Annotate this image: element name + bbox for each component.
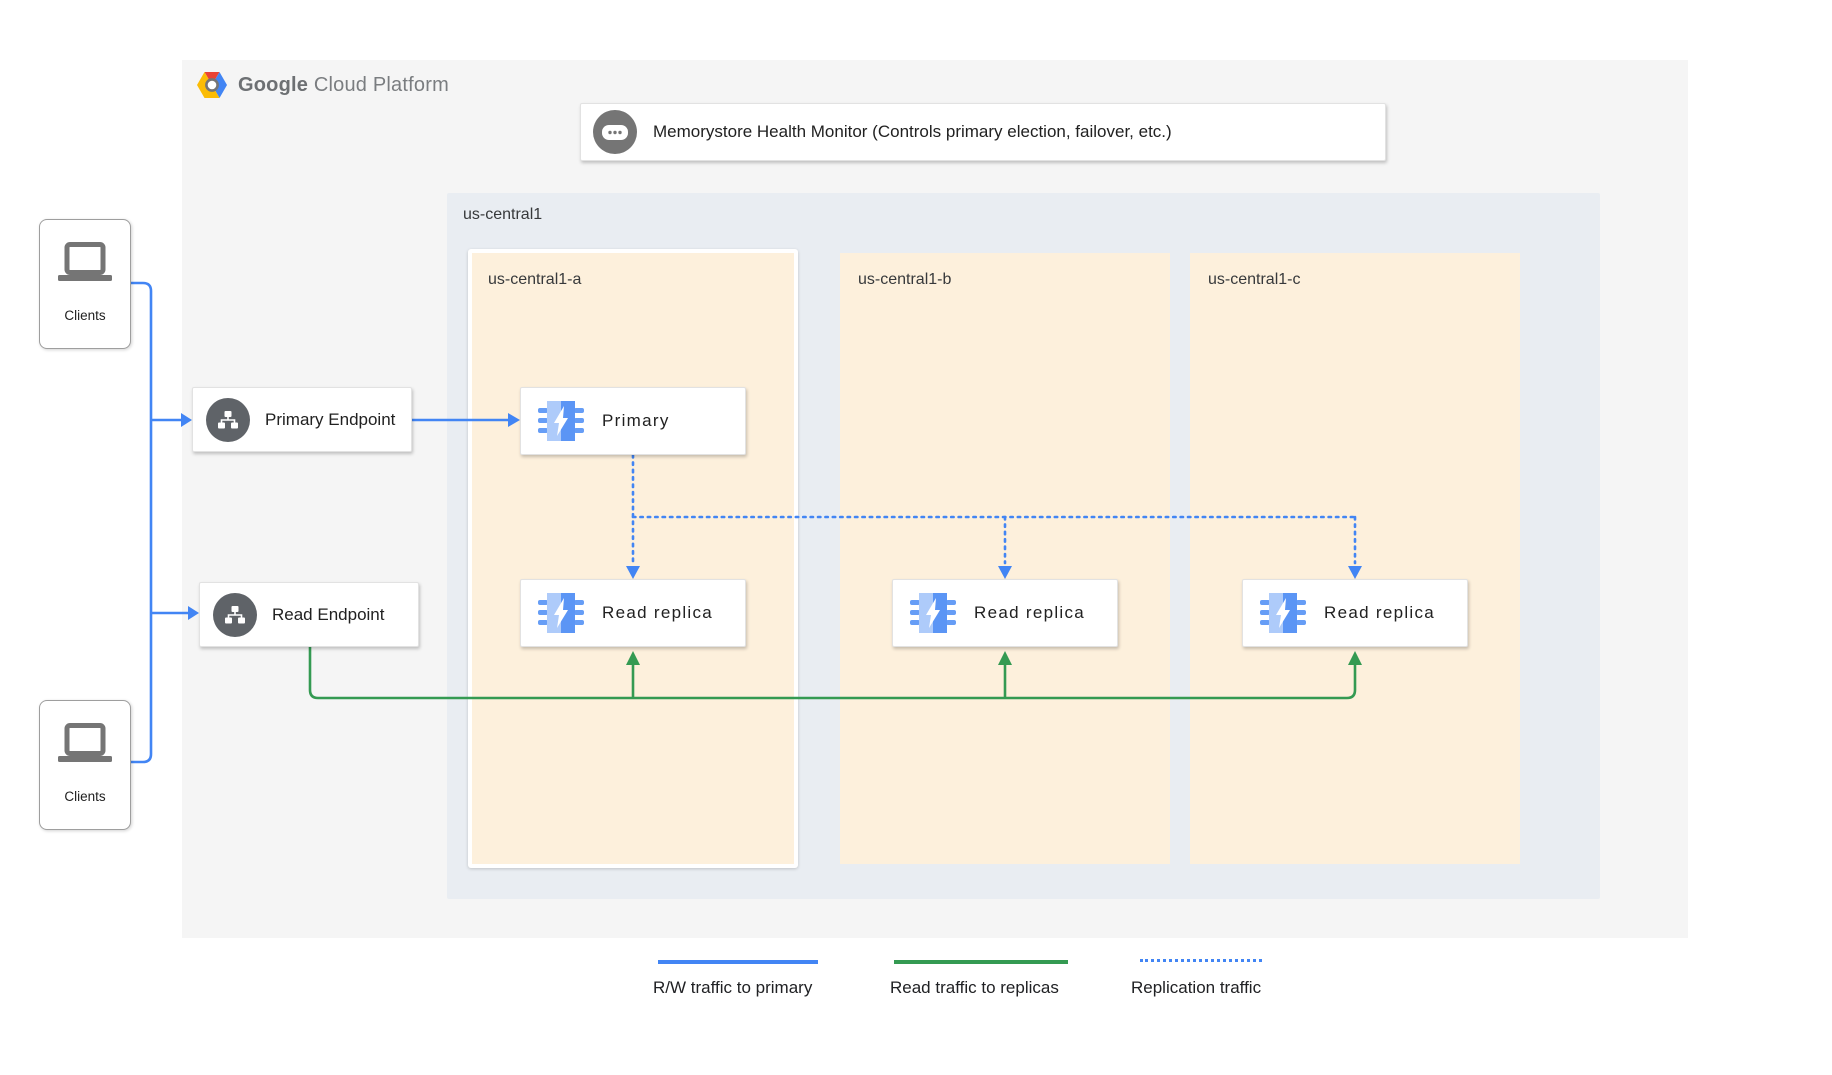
read-replica-a-box: Read replica xyxy=(520,579,746,647)
laptop-icon xyxy=(58,242,112,281)
primary-endpoint-box: Primary Endpoint xyxy=(192,387,412,452)
read-replica-b-box: Read replica xyxy=(892,579,1118,647)
gcp-hexagon-icon xyxy=(197,72,227,98)
clients-box-bottom: Clients xyxy=(39,700,131,830)
primary-node-label: Primary xyxy=(602,411,670,430)
brand-cloud-platform: Cloud Platform xyxy=(313,73,449,96)
health-monitor-box: Memorystore Health Monitor (Controls pri… xyxy=(580,103,1386,161)
read-replica-c-label: Read replica xyxy=(1324,603,1436,622)
region-label: us-central1 xyxy=(463,206,543,223)
gcp-brand: Google Cloud Platform xyxy=(197,70,449,100)
zone-a-label: us-central1-a xyxy=(488,271,582,288)
laptop-icon xyxy=(58,723,112,762)
clients-label: Clients xyxy=(64,789,106,804)
zone-a-fill xyxy=(472,253,794,864)
endpoint-sitemap-icon xyxy=(206,397,250,442)
brand-text: Google Cloud Platform xyxy=(238,74,449,97)
legend-label-replication-traffic: Replication traffic xyxy=(1131,978,1262,997)
legend-line-replication-traffic xyxy=(1140,959,1262,962)
zone-us-central1-c xyxy=(1190,253,1520,864)
memorystore-icon xyxy=(538,593,584,633)
health-monitor-label: Memorystore Health Monitor (Controls pri… xyxy=(653,122,1172,141)
read-replica-a-label: Read replica xyxy=(602,603,714,622)
read-endpoint-label: Read Endpoint xyxy=(272,604,385,624)
primary-endpoint-label: Primary Endpoint xyxy=(265,409,396,429)
legend-line-read-traffic xyxy=(894,960,1068,964)
memorystore-icon xyxy=(1260,593,1306,633)
legend-label-read-traffic: Read traffic to replicas xyxy=(890,978,1059,997)
primary-node-box: Primary xyxy=(520,387,746,455)
endpoint-sitemap-icon xyxy=(213,592,257,637)
zone-us-central1-b xyxy=(840,253,1170,864)
legend-label-rw-traffic: R/W traffic to primary xyxy=(653,978,813,997)
health-monitor-icon xyxy=(593,110,637,154)
read-endpoint-box: Read Endpoint xyxy=(199,582,419,647)
zone-c-label: us-central1-c xyxy=(1208,271,1301,288)
zone-us-central1-a xyxy=(468,249,798,868)
zone-b-label: us-central1-b xyxy=(858,271,952,288)
legend-line-rw-traffic xyxy=(658,960,818,964)
memorystore-icon xyxy=(538,401,584,441)
clients-box-top: Clients xyxy=(39,219,131,349)
read-replica-b-label: Read replica xyxy=(974,603,1086,622)
clients-label: Clients xyxy=(64,308,106,323)
brand-google: Google xyxy=(238,73,309,96)
read-replica-c-box: Read replica xyxy=(1242,579,1468,647)
memorystore-icon xyxy=(910,593,956,633)
